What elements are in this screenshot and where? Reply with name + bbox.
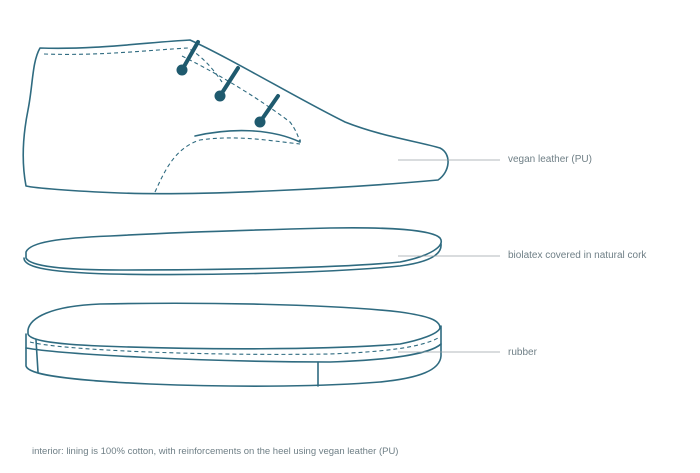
upper-stitching-top (43, 47, 223, 83)
label-sole-material: rubber (508, 347, 537, 358)
eyelet-1 (176, 64, 188, 76)
sole-stitching (29, 337, 439, 355)
lace-2 (218, 66, 240, 98)
upper-stitching-vamp (154, 137, 301, 193)
tongue-stitching (181, 55, 301, 143)
laces (176, 40, 280, 128)
eyelet-2 (214, 90, 226, 102)
shoe-upper (22, 39, 449, 195)
eyelet-3 (254, 116, 266, 128)
label-upper-material: vegan leather (PU) (508, 154, 592, 165)
upper-outline (22, 39, 449, 195)
insole-bottom-edge (23, 243, 442, 276)
outsole (25, 302, 442, 387)
insole-top (25, 227, 443, 271)
footnote-interior: interior: lining is 100% cotton, with re… (32, 446, 399, 457)
sole-top (27, 302, 441, 350)
label-insole-material: biolatex covered in natural cork (508, 250, 647, 261)
sole-rim (25, 343, 442, 363)
sole-heel-seam (35, 339, 39, 373)
insole (23, 227, 443, 276)
tongue-edge (194, 129, 301, 143)
sole-side (25, 325, 442, 387)
